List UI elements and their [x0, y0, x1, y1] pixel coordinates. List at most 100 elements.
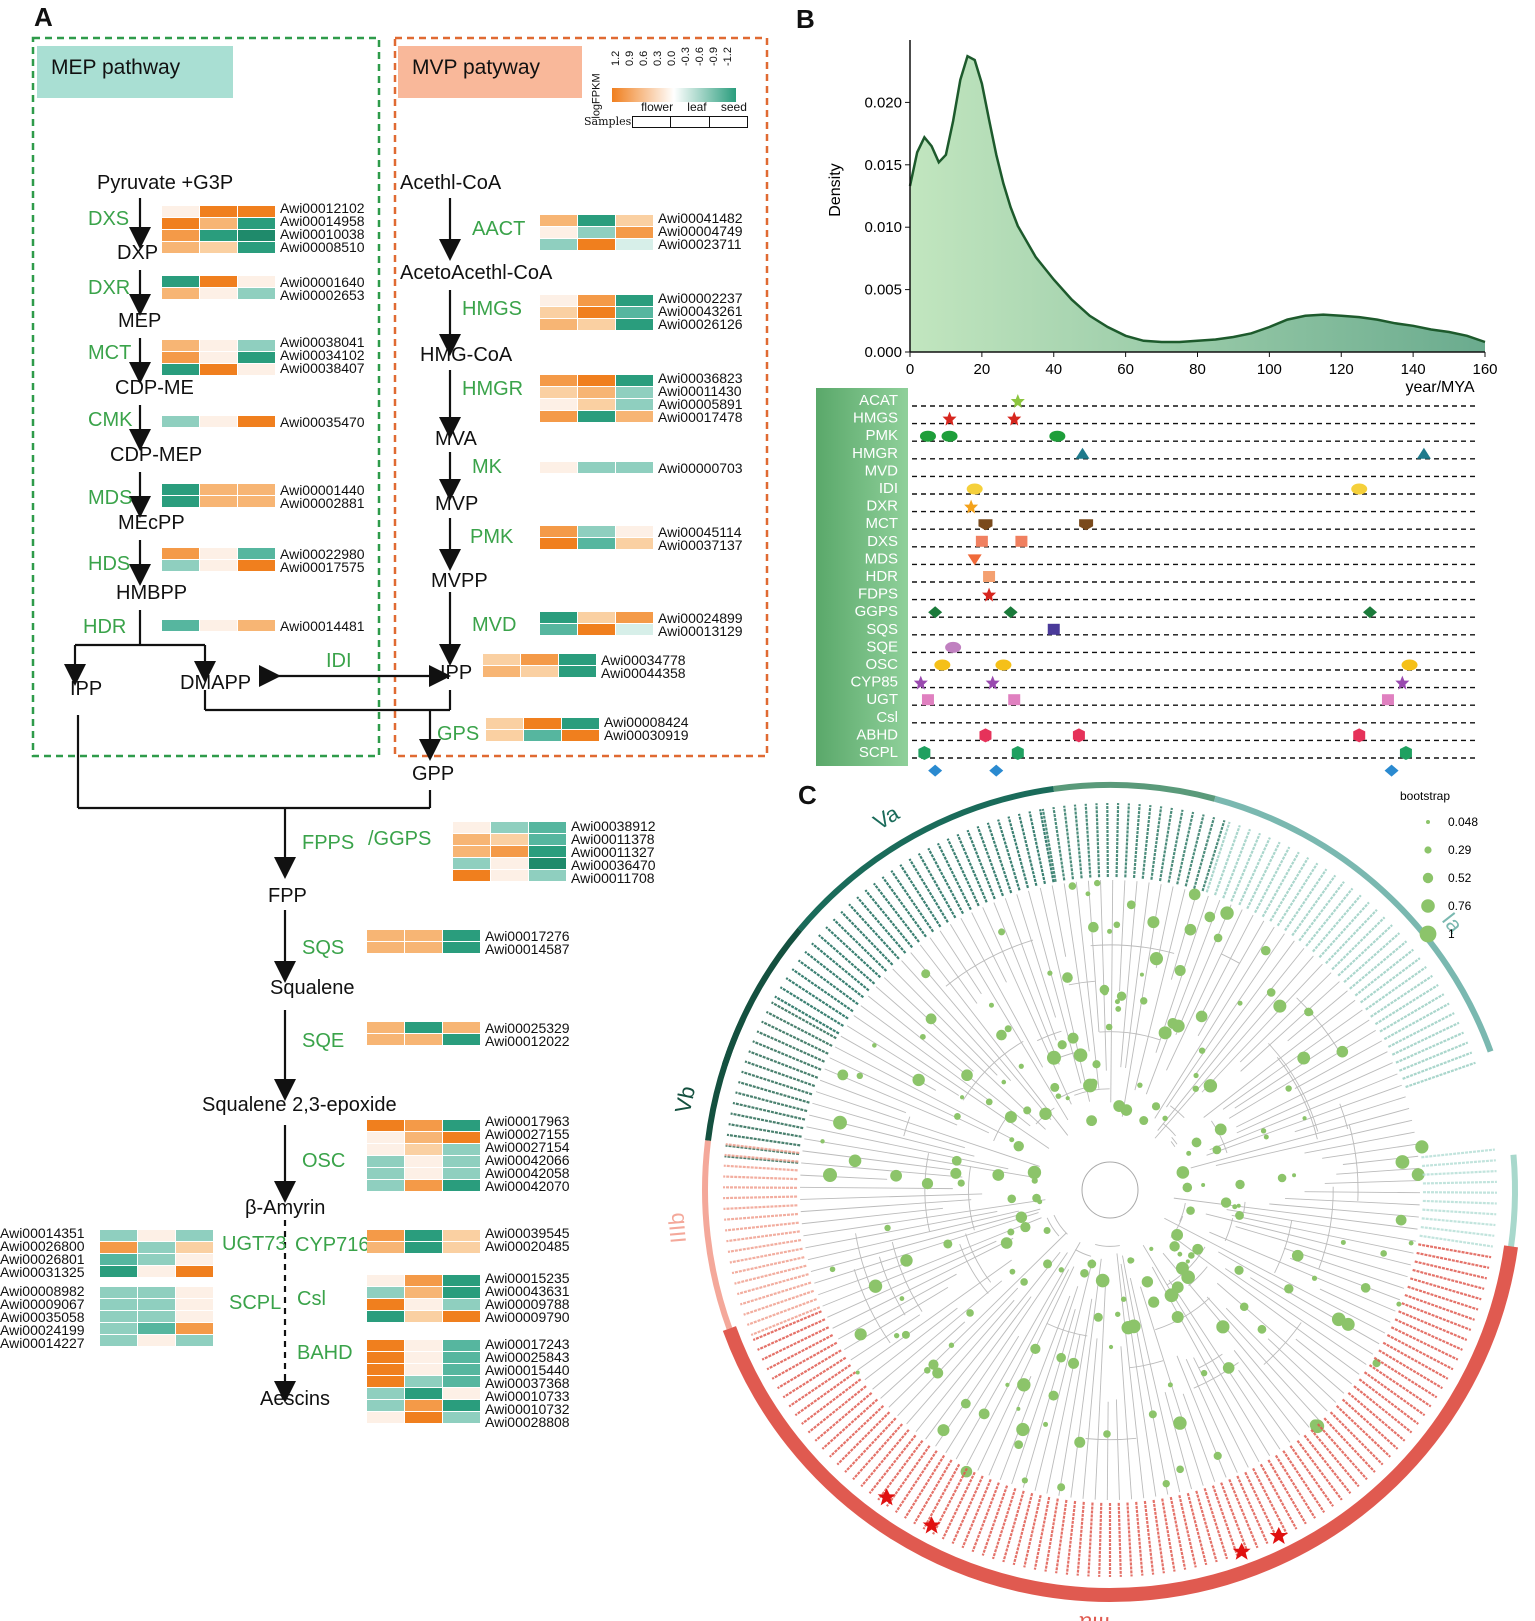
clade-label: IIIb	[663, 1212, 691, 1245]
duplication-marker	[941, 430, 958, 442]
bootstrap-node	[932, 1367, 944, 1379]
tip-label	[961, 1478, 992, 1549]
bootstrap-node	[1148, 1410, 1157, 1419]
enzyme-ugt73: UGT73	[222, 1233, 287, 1255]
heatmap-cell	[238, 364, 276, 376]
tree-branch	[1222, 1009, 1363, 1110]
bootstrap-node	[1237, 1000, 1243, 1006]
gene-id: Awi00017963	[485, 1113, 570, 1129]
tip-label	[1394, 1318, 1463, 1351]
tip-label	[856, 896, 907, 954]
heatmap-cell	[162, 416, 200, 428]
bootstrap-node	[1115, 1311, 1121, 1317]
heatmap-cell	[616, 227, 654, 239]
tree-branch	[800, 1193, 983, 1200]
tree-arc	[1162, 1123, 1176, 1137]
tip-label	[1395, 1031, 1464, 1064]
heatmap-cyp	[367, 1230, 481, 1254]
heatmap-cell	[524, 718, 562, 730]
tip-label	[766, 1334, 834, 1371]
tree-branch	[925, 1296, 1032, 1440]
heatmap-cell	[443, 942, 481, 954]
tree-arc	[959, 1243, 989, 1294]
tree-branch	[1209, 1073, 1398, 1151]
tip-label	[1284, 868, 1328, 932]
molecule-acetoacetyl-coa: AcetoAcethl-CoA	[400, 262, 553, 284]
heatmap-cell	[453, 822, 491, 834]
heatmap-cell	[483, 654, 521, 666]
tree-branch	[883, 977, 1046, 1130]
tip-label	[726, 1133, 801, 1147]
tip-label	[1298, 881, 1345, 942]
heatmap-cell	[138, 1254, 176, 1266]
heatmap-cell	[443, 1376, 481, 1388]
lane-gene-label: PMK	[865, 427, 898, 444]
gene-id: Awi00027155	[485, 1126, 570, 1142]
y-axis-label: Density	[827, 163, 844, 216]
tip-label	[1310, 1429, 1360, 1488]
bootstrap-node	[1055, 1093, 1062, 1099]
heatmap-cell	[176, 1299, 214, 1311]
y-tick-label: 0.010	[864, 219, 902, 236]
tip-label	[726, 1230, 800, 1243]
bootstrap-node	[890, 1169, 902, 1182]
tip-label	[723, 1175, 798, 1181]
enzyme-ggps: /GGPS	[368, 828, 432, 850]
tree-branch	[1224, 1268, 1367, 1365]
tip-label	[941, 1471, 976, 1540]
tip-label	[844, 1417, 897, 1473]
tree-branch	[857, 1259, 1012, 1371]
bootstrap-node	[1088, 1078, 1098, 1088]
gene-id: Awi00002653	[280, 287, 365, 303]
tree-branch	[853, 1015, 1050, 1149]
tree-branch	[1125, 882, 1150, 1069]
gene-id: Awi00036823	[658, 370, 743, 386]
heatmap-cell	[367, 1299, 405, 1311]
bootstrap-node	[925, 1013, 937, 1025]
gene-id: Awi00043261	[658, 303, 743, 319]
heatmap-cell	[162, 230, 200, 242]
tip-label	[976, 825, 1004, 897]
bootstrap-node	[1188, 1252, 1195, 1259]
bootstrap-node	[1177, 1251, 1183, 1257]
tip-label	[1274, 1454, 1317, 1519]
bootstrap-node	[1186, 1206, 1195, 1215]
tree-branch	[1022, 1308, 1076, 1488]
bootstrap-node	[960, 1465, 973, 1478]
x-tick-label: 120	[1329, 361, 1354, 378]
tree-branch	[1231, 1214, 1414, 1254]
red-star-marker	[1232, 1542, 1251, 1560]
tree-arc	[1296, 997, 1342, 1056]
heatmap-cell	[616, 624, 654, 636]
tree-branch	[1203, 999, 1356, 1118]
bootstrap-legend-dot	[1419, 925, 1437, 943]
tip-label	[936, 842, 972, 911]
heatmap-cell	[200, 416, 238, 428]
heatmap-cell	[616, 387, 654, 399]
bootstrap-node	[884, 1224, 891, 1232]
tip-label	[1291, 874, 1337, 937]
tip-label	[1303, 1434, 1352, 1494]
bootstrap-node	[1201, 1182, 1206, 1187]
enzyme-bahd: BAHD	[297, 1342, 353, 1364]
heatmap-cell	[443, 1242, 481, 1254]
bootstrap-node	[1056, 1352, 1066, 1363]
gene-id: Awi00004749	[658, 223, 743, 239]
tip-label	[899, 864, 942, 928]
tree-branch	[846, 1025, 959, 1096]
clade-arc-vb2	[705, 1017, 746, 1142]
heatmap-cell	[616, 307, 654, 319]
bootstrap-node	[1195, 1010, 1208, 1023]
tip-label	[1033, 1496, 1051, 1570]
bootstrap-node	[1260, 945, 1271, 956]
panel-label-b: B	[796, 4, 815, 34]
legend-samples-row: flower leaf seed	[634, 100, 754, 114]
heatmap-dxs	[162, 206, 276, 254]
bootstrap-node	[1411, 1168, 1425, 1181]
heatmap-cell	[238, 484, 276, 496]
tip-label	[801, 1378, 862, 1425]
